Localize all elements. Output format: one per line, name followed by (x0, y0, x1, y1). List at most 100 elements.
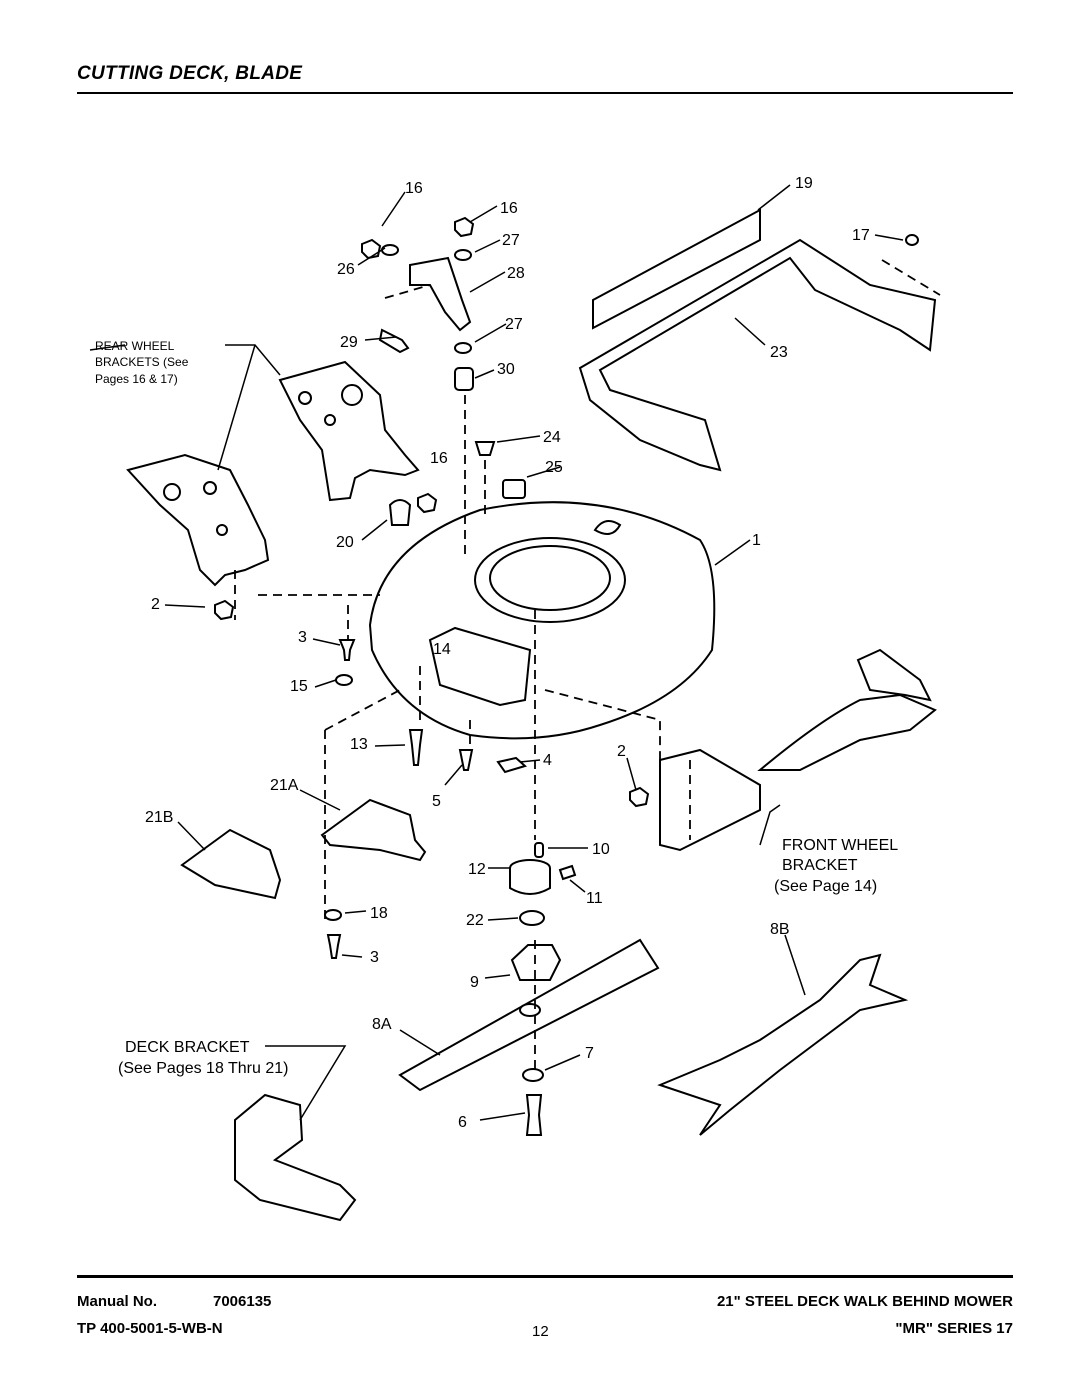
rear-wheel-label: REAR WHEEL BRACKETS (See Pages 16 & 17) (95, 339, 189, 386)
callout-6: 6 (458, 1114, 467, 1131)
callout-21A: 21A (270, 777, 299, 794)
product-name: 21" STEEL DECK WALK BEHIND MOWER (716, 1293, 1013, 1310)
footer-rule (77, 1275, 1013, 1278)
callout-13: 13 (350, 736, 368, 753)
page-title: CUTTING DECK, BLADE (77, 63, 303, 84)
blade-8B (657, 953, 909, 1136)
bolt-4 (496, 756, 528, 774)
deck-1 (368, 501, 716, 740)
callout-9: 9 (470, 974, 479, 991)
washer-15 (335, 674, 353, 686)
setscrew-11 (558, 864, 577, 881)
nut-2a (214, 599, 235, 621)
washer-7 (522, 1068, 544, 1082)
callout-29: 29 (340, 334, 358, 351)
callout-10: 10 (592, 841, 610, 858)
callout-21B: 21B (145, 809, 173, 826)
deck-bracket-label: DECK BRACKET (See Pages 18 Thru 21) (118, 1039, 288, 1077)
callout-18: 18 (370, 905, 388, 922)
page-number: 12 (532, 1323, 549, 1340)
callout-2a: 2 (151, 596, 160, 613)
washer-27b (454, 342, 472, 354)
manual-label: Manual No. (77, 1293, 158, 1310)
tp-number: TP 400-5001-5-WB-N (77, 1320, 223, 1337)
nut-2b (629, 786, 650, 808)
callout-30: 30 (497, 361, 515, 378)
bolt-6 (525, 1094, 543, 1136)
callout-19: 19 (795, 175, 813, 192)
callout-28: 28 (507, 265, 525, 282)
washer-27a (454, 249, 472, 261)
nut-16c (417, 492, 438, 514)
shield-23 (578, 238, 937, 472)
panel-19 (592, 208, 761, 330)
bracket-21B (180, 828, 282, 900)
rear-bracket-lower (126, 453, 270, 587)
callout-11: 11 (586, 890, 603, 907)
callout-26: 26 (337, 261, 355, 278)
callout-numbers: 16 16 19 17 27 26 28 27 29 23 30 24 16 2… (145, 175, 870, 1131)
callout-25: 25 (545, 459, 563, 476)
bolt-29 (378, 328, 410, 354)
callout-14: 14 (433, 641, 451, 658)
callout-3a: 3 (298, 629, 307, 646)
assembly-lines (234, 259, 941, 1070)
deck-bracket-label-line1: DECK BRACKET (125, 1039, 250, 1056)
adapter-12 (509, 859, 551, 895)
nut-16a (361, 238, 382, 260)
blade-8A (398, 938, 660, 1092)
rear-wheel-label-line3: Pages 16 & 17) (95, 372, 178, 386)
plate-14 (428, 626, 532, 707)
screw-5 (458, 749, 474, 771)
callout-20: 20 (336, 534, 354, 551)
series-name: "MR" SERIES 17 (895, 1320, 1013, 1337)
callout-1: 1 (752, 532, 761, 549)
screw-17 (905, 234, 919, 246)
callout-17: 17 (852, 227, 870, 244)
callout-23: 23 (770, 344, 788, 361)
bracket-21A (320, 798, 427, 862)
callout-5: 5 (432, 793, 441, 810)
bolt-13 (408, 729, 424, 766)
key-10 (534, 842, 544, 858)
washer-18 (324, 909, 342, 921)
nut-16b (454, 216, 475, 238)
bushing-30 (454, 367, 474, 391)
deck-bracket-label-line2: (See Pages 18 Thru 21) (118, 1060, 288, 1077)
callout-27a: 27 (502, 232, 520, 249)
rear-bracket-upper (278, 360, 420, 502)
screw-3a (338, 639, 356, 661)
callout-24: 24 (543, 429, 561, 446)
washer-22 (519, 910, 545, 926)
plug-20 (388, 499, 412, 526)
front-wheel-label: FRONT WHEEL BRACKET (See Page 14) (774, 837, 898, 895)
callout-8B: 8B (770, 921, 790, 938)
callout-2b: 2 (617, 743, 626, 760)
front-wheel-bracket (659, 648, 937, 852)
callout-16a: 16 (405, 180, 423, 197)
callout-7: 7 (585, 1045, 594, 1062)
callout-15: 15 (290, 678, 308, 695)
cap-25 (502, 479, 526, 499)
front-wheel-label-line2: BRACKET (782, 857, 858, 874)
adapter-9 (510, 944, 562, 981)
callout-12: 12 (468, 861, 486, 878)
callout-16c: 16 (430, 450, 448, 467)
cap-24 (474, 441, 496, 456)
leader-lines (89, 184, 904, 1121)
callout-16b: 16 (500, 200, 518, 217)
screw-3b (326, 934, 342, 959)
bracket-28 (409, 256, 472, 332)
callout-27b: 27 (505, 316, 523, 333)
manual-number: 7006135 (213, 1293, 272, 1310)
callout-8A: 8A (372, 1016, 392, 1033)
rear-wheel-label-line1: REAR WHEEL (95, 339, 175, 353)
deck-bracket (234, 1093, 357, 1222)
washer-26 (381, 244, 399, 256)
front-wheel-label-line3: (See Page 14) (774, 878, 877, 895)
callout-22: 22 (466, 912, 484, 929)
header-rule (77, 92, 1013, 94)
front-wheel-label-line1: FRONT WHEEL (782, 837, 898, 854)
callout-4: 4 (543, 752, 552, 769)
